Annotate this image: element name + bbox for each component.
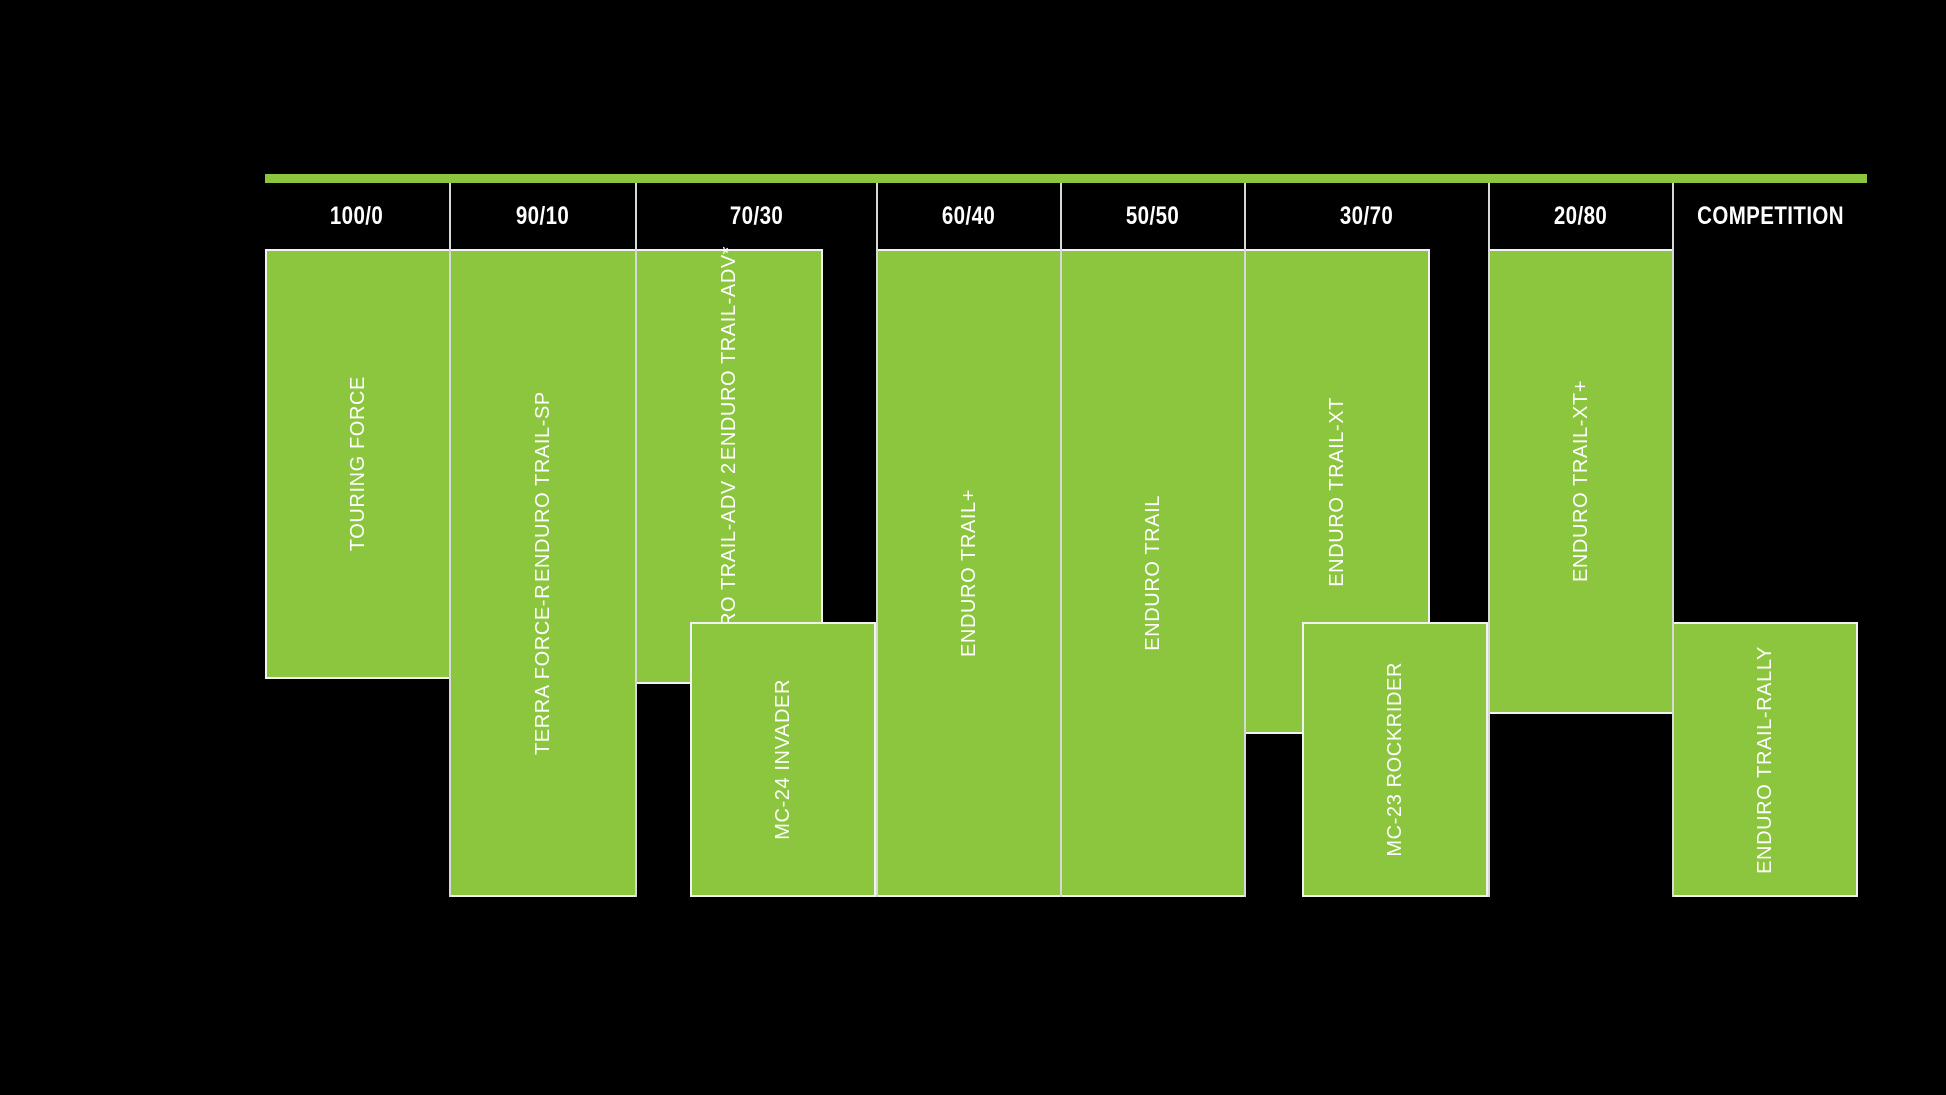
column-header-30-70: 30/70 [1244,183,1488,249]
column-header-label: 60/40 [942,201,996,230]
column-header-competition: COMPETITION [1672,183,1867,249]
column-separator [1672,249,1674,897]
column-header-label: 30/70 [1340,201,1394,230]
bar-label: TERRA FORCE-R [531,583,554,756]
bar-enduro-trail-rally[interactable]: ENDURO TRAIL-RALLY [1672,622,1858,897]
bar-label: ENDURO TRAIL+ [957,488,980,658]
bar-mc-23-rockrider[interactable]: MC-23 ROCKRIDER [1302,622,1488,897]
bar-label-group: ENDURO TRAIL+ [958,489,981,657]
column-header-20-80: 20/80 [1488,183,1672,249]
bar-label: ENDURO TRAIL-ADV* [717,246,740,461]
column-header-label: 100/0 [330,201,384,230]
bar-label-group: MC-24 INVADER [772,679,795,840]
column-separator [635,249,637,897]
bar-label: MC-23 ROCKRIDER [1383,662,1406,857]
bar-label: TOURING FORCE [346,376,369,552]
column-header-50-50: 50/50 [1060,183,1244,249]
bar-label-group: ENDURO TRAIL [1142,495,1165,651]
bar-label: ENDURO TRAIL-XT [1325,396,1348,587]
column-separator [449,249,451,897]
bar-enduro-trail-xt-plus[interactable]: ENDURO TRAIL-XT+ [1488,249,1674,714]
column-header-100-0: 100/0 [265,183,449,249]
bar-touring-force[interactable]: TOURING FORCE [265,249,451,679]
bar-label-group: ENDURO TRAIL-RALLY [1754,646,1777,874]
column-separator [1244,249,1246,897]
bar-label-group: TOURING FORCE [347,376,370,551]
column-header-band: 100/0 90/10 70/30 60/40 50/50 30/70 20/80 COMPE… [265,183,1867,249]
column-header-70-30: 70/30 [635,183,876,249]
bar-label-group: ENDURO TRAIL-XT+ [1570,380,1593,582]
bar-label-group: ENDURO TRAIL-XT [1326,397,1349,587]
column-separator [876,249,878,897]
column-header-60-40: 60/40 [876,183,1060,249]
column-header-label: 20/80 [1554,201,1608,230]
column-separator [1488,249,1490,897]
column-separator [1060,249,1062,897]
chart-top-rule [265,174,1867,183]
column-header-90-10: 90/10 [449,183,635,249]
column-header-label: 50/50 [1126,201,1180,230]
bar-label: ENDURO TRAIL-RALLY [1753,645,1776,874]
bar-mc-24-invader[interactable]: MC-24 INVADER [690,622,876,897]
bar-label-group: MC-23 ROCKRIDER [1384,662,1407,857]
column-header-label: COMPETITION [1697,201,1844,230]
bar-label: MC-24 INVADER [771,679,794,840]
bar-label: ENDURO TRAIL-SP [531,390,554,582]
bar-label: ENDURO TRAIL-XT+ [1569,380,1592,583]
bar-enduro-trail[interactable]: ENDURO TRAIL [1060,249,1246,897]
column-header-label: 90/10 [516,201,570,230]
bar-enduro-trail-plus[interactable]: ENDURO TRAIL+ [876,249,1062,897]
bar-label: ENDURO TRAIL [1141,495,1164,651]
column-header-label: 70/30 [729,201,784,230]
